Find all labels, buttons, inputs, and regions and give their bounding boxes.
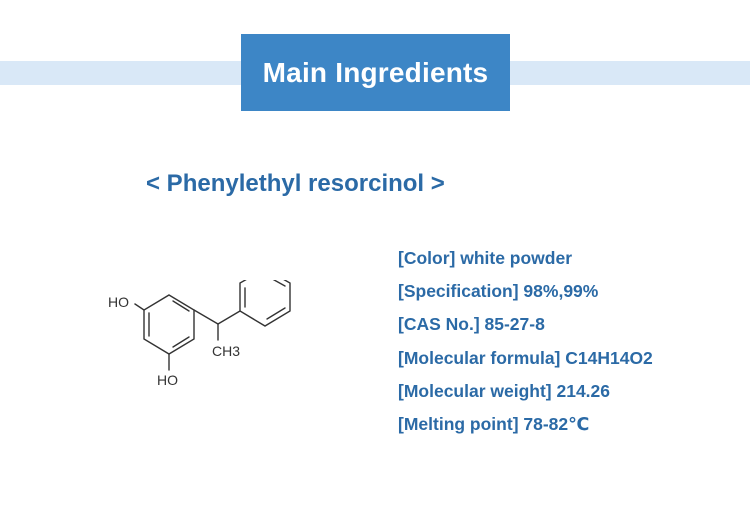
property-melting-point: [Melting point] 78-82℃ (398, 413, 590, 434)
property-cas-number: [CAS No.] 85-27-8 (398, 314, 545, 335)
product-name: < Phenylethyl resorcinol > (146, 170, 445, 197)
title-banner: Main Ingredients (241, 34, 510, 111)
ch3-label: CH3 (212, 343, 240, 359)
property-molecular-formula: [Molecular formula] C14H14O2 (398, 347, 653, 368)
properties-list: [Color] white powder [Specification] 98%… (398, 245, 653, 444)
property-color: [Color] white powder (398, 248, 573, 268)
phenyl-ring (239, 280, 291, 327)
chemical-structure-diagram: HO HO CH3 (108, 280, 291, 388)
resorcinol-ring (143, 294, 195, 355)
ho-bottom-label: HO (157, 372, 178, 388)
page-title: Main Ingredients (262, 56, 489, 88)
property-molecular-weight: [Molecular weight] 214.26 (398, 380, 611, 401)
ho-top-label: HO (108, 294, 129, 310)
property-specification: [Specification] 98%,99% (398, 281, 599, 302)
